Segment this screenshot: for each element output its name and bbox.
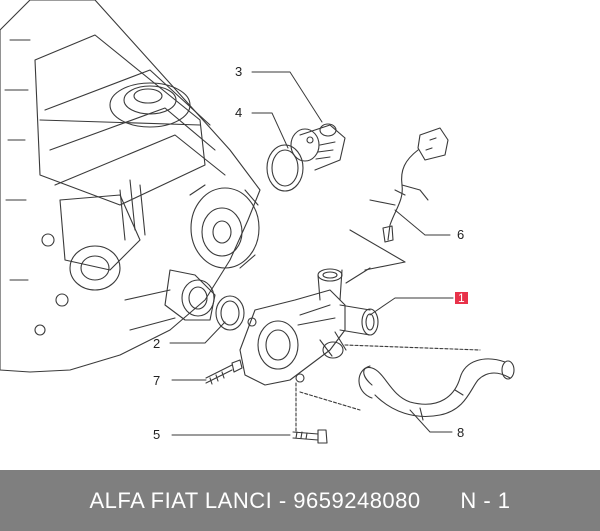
part-number: 9659248080: [293, 487, 421, 513]
exploded-view-drawing: [0, 0, 515, 444]
engine-block: [0, 0, 261, 373]
callout-2: 2: [153, 336, 161, 351]
separator: -: [272, 487, 294, 513]
callout-6: 6: [457, 227, 465, 242]
hose-part-8: [358, 358, 515, 421]
callout-8: 8: [457, 425, 465, 440]
o-ring-part-2: [215, 295, 245, 331]
callout-1-highlighted: 1: [455, 292, 468, 304]
brand-label: ALFA FIAT LANCI: [89, 487, 273, 513]
sensor-harness-part-6: [369, 127, 449, 243]
thermostat-part-3: [290, 123, 346, 171]
gasket-ring-part-4: [266, 144, 304, 192]
part-info-footer: ALFA FIAT LANCI - 9659248080 N - 1: [0, 470, 600, 531]
callout-3: 3: [235, 64, 243, 79]
callout-5: 5: [153, 427, 161, 442]
position-code: N - 1: [460, 487, 511, 513]
bolt-part-5: [292, 429, 328, 444]
assembly-guide-lines: [295, 344, 481, 433]
spacer: [421, 488, 461, 514]
thermostat-housing-part-1: [239, 268, 379, 386]
assembly-guide-frame: [345, 229, 406, 284]
bolt-part-7: [205, 359, 243, 385]
callout-7: 7: [153, 373, 161, 388]
callout-4: 4: [235, 105, 243, 120]
leader-lines: [169, 71, 454, 436]
